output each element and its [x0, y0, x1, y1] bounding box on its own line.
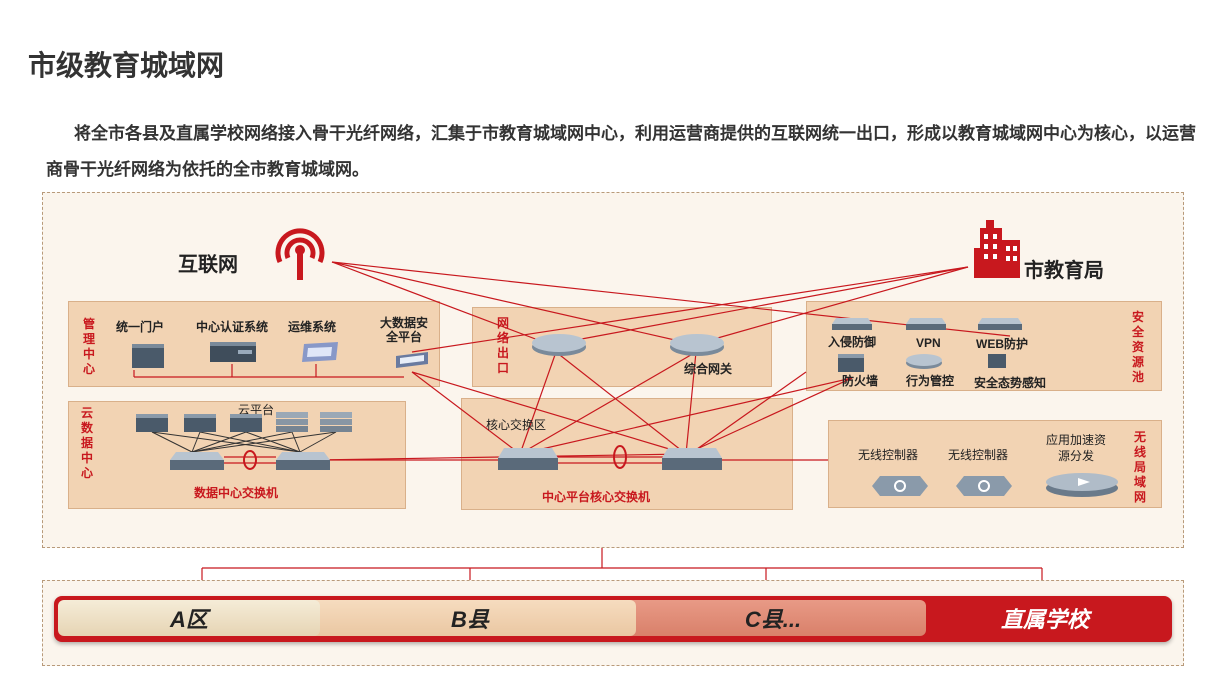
wireless-zone-label: 无线局域网 [1133, 430, 1146, 504]
cloud-zone-label: 云数据中心 [80, 406, 93, 480]
vpn-device-icon [906, 318, 946, 330]
situation-awareness-icon [988, 354, 1006, 368]
dc-switch-icon [170, 452, 224, 470]
region-c: C县... [620, 600, 926, 636]
waf-device-icon [978, 318, 1022, 330]
page-title: 市级教育城域网 [28, 50, 225, 81]
server-icon [132, 344, 164, 368]
core-switch-icon [662, 448, 722, 470]
bureau-label: 市教育局 [1024, 260, 1104, 282]
cloud-server-icon [184, 414, 216, 432]
storage-array-icon [320, 412, 352, 432]
ops-appliance-icon [302, 342, 338, 362]
storage-array-icon [276, 412, 308, 432]
vpn-label: VPN [916, 336, 941, 350]
wireless-controller-label: 无线控制器 [858, 448, 919, 462]
dc-switch-label: 数据中心交换机 [194, 486, 279, 500]
internet-antenna-icon [275, 228, 325, 280]
portal-label: 统一门户 [116, 320, 165, 334]
situation-awareness-label: 安全态势感知 [974, 376, 1047, 390]
wireless-controller-icon [872, 476, 928, 496]
gateway-label: 综合网关 [684, 362, 733, 376]
firewall-label: 防火墙 [842, 374, 879, 388]
bigdata-device-icon [396, 352, 428, 368]
cloud-server-icon [136, 414, 168, 432]
waf-label: WEB防护 [976, 337, 1028, 351]
ops-system-label: 运维系统 [288, 320, 337, 334]
behavior-control-icon [906, 354, 942, 369]
management-zone-label: 管理中心 [82, 317, 95, 376]
egress-zone-label: 网络出口 [496, 316, 509, 375]
core-switch-label: 中心平台核心交换机 [542, 490, 651, 504]
cloud-platform-label: 云平台 [238, 403, 275, 417]
core-area-label: 核心交换区 [486, 418, 547, 432]
behavior-control-label: 行为管控 [906, 374, 955, 388]
auth-system-label: 中心认证系统 [196, 320, 269, 334]
cloud-server-icon [230, 414, 262, 432]
gateway-router-icon [670, 334, 724, 356]
app-acceleration-label: 应用加速资源分发 [1046, 433, 1107, 463]
region-b: B县 [304, 600, 636, 636]
ips-label: 入侵防御 [828, 335, 877, 349]
ips-device-icon [832, 318, 872, 330]
auth-server-icon [210, 342, 256, 362]
security-zone-label: 安全资源池 [1131, 310, 1144, 384]
dc-switch-icon [276, 452, 330, 470]
page-description: 将全市各县及直属学校网络接入骨干光纤网络，汇集于市教育城域网中心，利用运营商提供… [46, 124, 1196, 179]
cache-device-icon [1046, 473, 1118, 497]
region-a: A区 [58, 600, 320, 636]
core-switch-icon [498, 448, 558, 470]
bigdata-platform-label: 大数据安全平台 [379, 316, 428, 344]
wireless-controller-icon [956, 476, 1012, 496]
firewall-device-icon [838, 354, 864, 372]
internet-label: 互联网 [178, 254, 238, 276]
egress-router-icon [532, 334, 586, 356]
building-icon [974, 220, 1020, 278]
region-direct-schools: 直属学校 [1000, 607, 1089, 632]
wireless-controller-label: 无线控制器 [948, 448, 1009, 462]
